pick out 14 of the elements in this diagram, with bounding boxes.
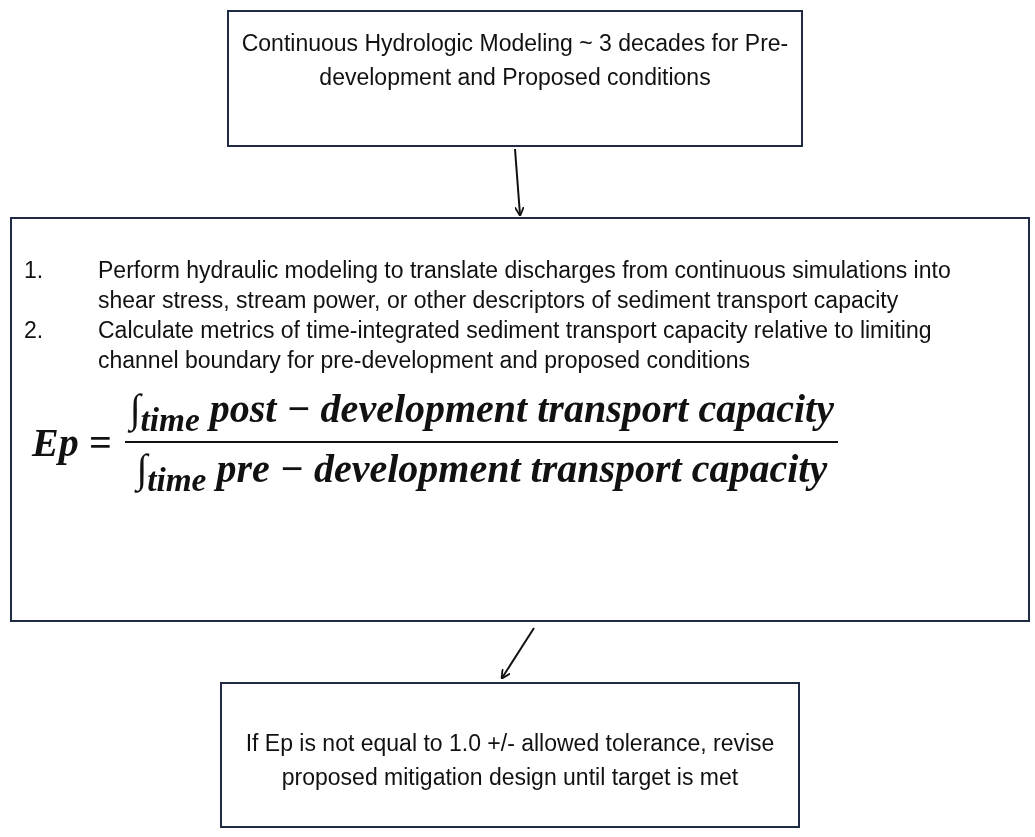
equation-numerator: ∫$_{time}$ post − development transport capacity [125, 383, 838, 443]
list-number: 1. [24, 256, 45, 285]
box-text: Continuous Hydrologic Modeling ~ 3 decades for Pre-development and Proposed conditions [240, 29, 790, 92]
list-item-text: Perform hydraulic modeling to translate discharges from continuous simulations into shear stress, stream power, or other descriptors of sediment transport capacity [98, 256, 952, 315]
equation-denominator: ∫$_{time}$ pre − development transport capacity [133, 445, 829, 500]
list-item-text: Calculate metrics of time-integrated sediment transport capacity relative to limiting channel boundary for pre-development and proposed conditions [98, 316, 933, 375]
list-number: 2. [24, 316, 45, 345]
box-text: If Ep is not equal to 1.0 +/- allowed tolerance, revise proposed mitigation design until target is met [244, 729, 776, 792]
arrow [514, 148, 525, 217]
process-box [10, 217, 1030, 622]
process-box [220, 682, 800, 828]
equation-lhs: Ep = [32, 418, 112, 466]
process-box [227, 10, 803, 147]
arrow [500, 627, 535, 680]
